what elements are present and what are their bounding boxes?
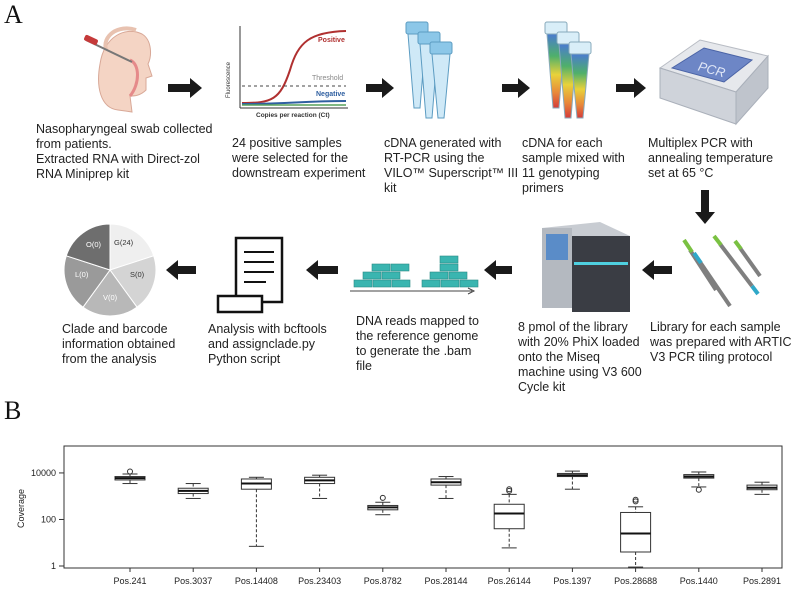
arrow-down <box>695 190 715 224</box>
x-tick-label: Pos.23403 <box>298 576 341 586</box>
y-tick-label: 1 <box>51 561 56 571</box>
box-Pos.2891 <box>746 481 778 495</box>
box-series <box>114 468 778 568</box>
rainbow-tubes-illustration <box>544 21 592 119</box>
library-fragments-illustration <box>682 234 762 308</box>
box-Pos.3037 <box>177 483 209 499</box>
y-tick-label: 100 <box>41 514 56 524</box>
x-axis-labels: Pos.241 Pos.3037 Pos.14408 Pos.23403 Pos.878… <box>113 568 781 586</box>
box-Pos.28688 <box>620 496 652 568</box>
cdna-tubes-illustration <box>405 21 453 119</box>
x-tick-label: Pos.8782 <box>364 576 402 586</box>
amplification-plot <box>239 26 348 109</box>
arrow-right-4 <box>616 78 646 98</box>
box-Pos.1440 <box>683 471 715 493</box>
pcr-machine-illustration <box>658 39 769 126</box>
arrow-right-1 <box>168 78 202 98</box>
arrow-right-2 <box>366 78 394 98</box>
panel-label-a: A <box>4 0 23 29</box>
x-tick-label: Pos.26144 <box>488 576 531 586</box>
x-tick-label: Pos.3037 <box>174 576 212 586</box>
box-Pos.1397 <box>556 470 588 490</box>
pie-label-s: S(0) <box>130 270 145 279</box>
box-Pos.8782 <box>367 494 399 516</box>
arrow-left-4 <box>166 260 196 280</box>
box-Pos.26144 <box>493 486 525 549</box>
outlier-point <box>379 494 386 501</box>
box-iqr <box>620 511 652 553</box>
plot-frame <box>63 445 783 569</box>
outlier-point <box>695 486 702 493</box>
pie-label-l: L(0) <box>75 270 89 279</box>
x-tick-label: Pos.1397 <box>553 576 591 586</box>
x-tick-label: Pos.241 <box>113 576 146 586</box>
box-Pos.241 <box>114 468 146 485</box>
outlier-point <box>632 496 639 503</box>
clade-pie-chart <box>63 223 157 317</box>
x-tick-label: Pos.14408 <box>235 576 278 586</box>
outlier-point <box>127 468 133 475</box>
miseq-sequencer-illustration <box>542 222 630 312</box>
read-alignment-illustration <box>350 255 479 295</box>
x-tick-label: Pos.1440 <box>680 576 718 586</box>
arrow-right-3 <box>502 78 530 98</box>
x-tick-label: Pos.28144 <box>424 576 467 586</box>
arrow-left-1 <box>642 260 672 280</box>
pie-label-o: O(0) <box>86 240 101 249</box>
amp-xlabel: Copies per reaction (Ct) <box>256 112 330 119</box>
box-Pos.14408 <box>240 476 272 547</box>
x-tick-label: Pos.28688 <box>614 576 657 586</box>
panel-label-b: B <box>4 396 22 425</box>
arrow-left-3 <box>306 260 338 280</box>
amp-ylabel: Fluorescence <box>226 61 232 98</box>
y-axis: 1 100 10000 <box>31 468 64 571</box>
box-Pos.23403 <box>304 474 336 499</box>
y-tick-label: 10000 <box>31 468 56 478</box>
amp-threshold-label: Threshold <box>312 75 344 82</box>
script-scroll-icon <box>216 236 284 314</box>
pie-label-v: V(0) <box>103 293 118 302</box>
outlier-point <box>506 486 513 493</box>
y-axis-label: Coverage <box>16 488 26 528</box>
arrow-left-2 <box>484 260 512 280</box>
amp-positive-label: Positive <box>318 37 345 44</box>
coverage-boxplot: 1 100 10000 Pos.241 Pos.3037 Pos.14408 Pos.23… <box>31 445 783 586</box>
workflow-arrows <box>166 78 715 280</box>
workflow-illustrations <box>63 21 769 317</box>
x-tick-label: Pos.2891 <box>743 576 781 586</box>
swab-head-illustration <box>84 26 153 113</box>
pie-label-g: G(24) <box>114 238 134 247</box>
amp-negative-label: Negative <box>316 91 346 98</box>
box-iqr <box>493 503 525 530</box>
box-Pos.28144 <box>430 476 462 499</box>
